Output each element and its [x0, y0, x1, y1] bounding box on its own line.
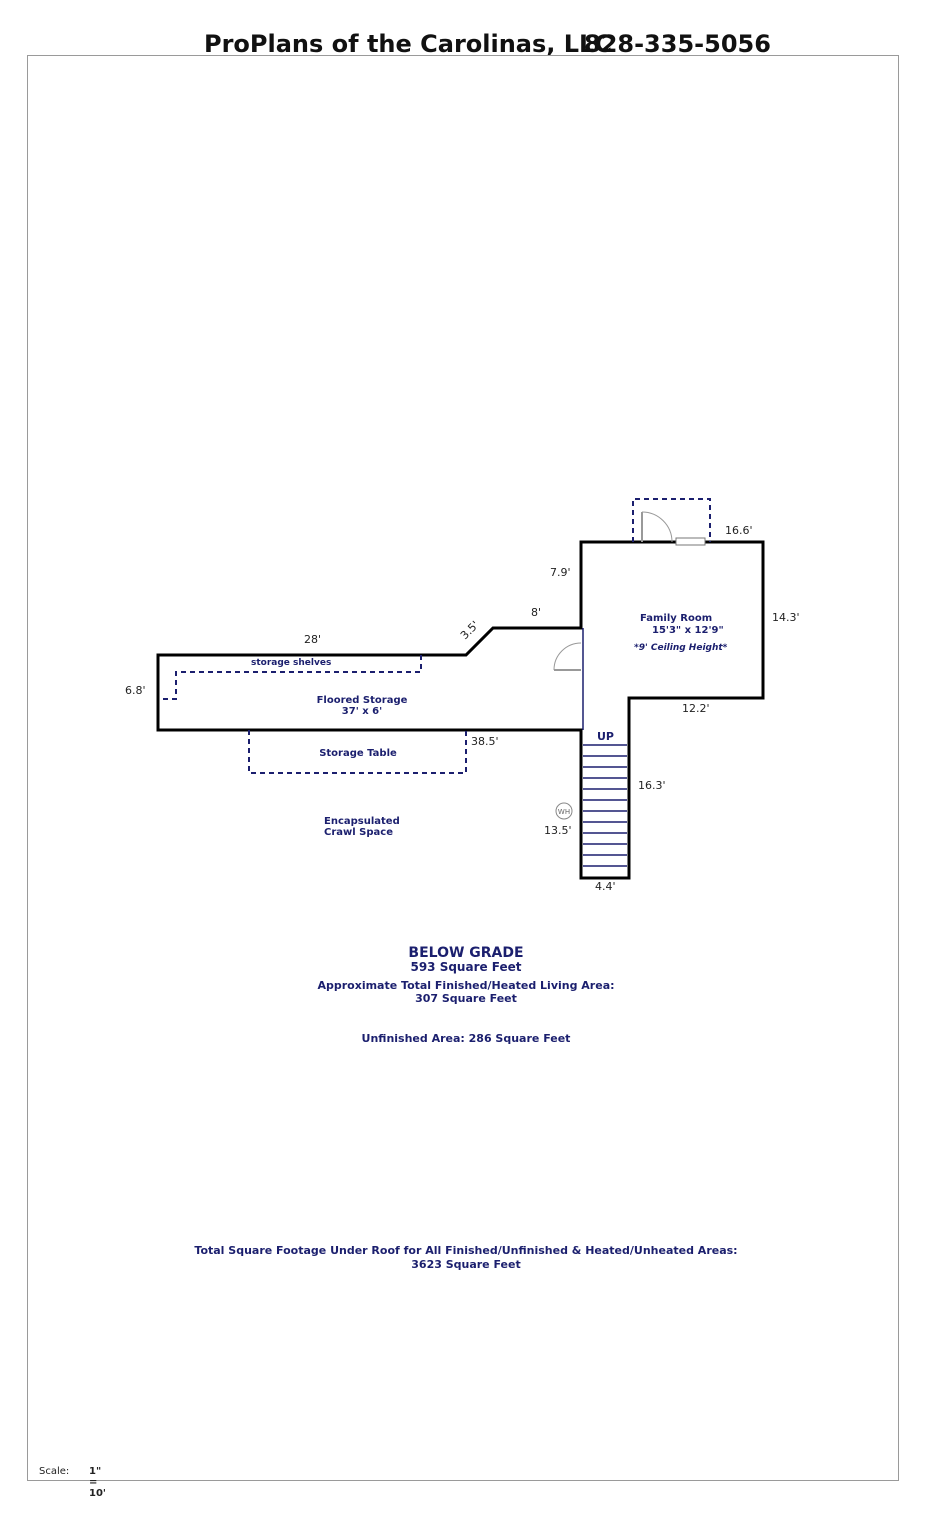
water-heater-icon	[555, 802, 573, 820]
scale-label: Scale:	[39, 1466, 70, 1477]
dim-12-2: 12.2'	[682, 702, 710, 715]
storage-shelves-label: storage shelves	[251, 658, 332, 668]
exterior-walls	[156, 540, 765, 880]
family-room-size: 15'3" x 12'9"	[652, 625, 724, 636]
stairs	[583, 744, 627, 867]
floored-storage-size: 37' x 6'	[341, 706, 383, 717]
storage-shelves-outline	[160, 655, 422, 700]
crawl-space-line2: Crawl Space	[324, 827, 393, 838]
family-room-door-swing	[553, 642, 582, 671]
dim-16-6: 16.6'	[725, 524, 753, 537]
dim-38-5: 38.5'	[471, 735, 499, 748]
company-phone: 828-335-5056	[584, 30, 771, 58]
stairs-up-label: UP	[597, 730, 614, 743]
window	[675, 537, 706, 546]
storage-table-outline	[248, 730, 467, 774]
crawl-space-line1: Encapsulated	[324, 816, 400, 827]
dim-28: 28'	[304, 633, 322, 646]
summary-total: 593 Square Feet	[410, 960, 522, 974]
dim-7-9: 7.9'	[550, 566, 571, 579]
summary-roof-value: 3623 Square Feet	[411, 1258, 521, 1271]
dim-4-4: 4.4'	[595, 880, 616, 893]
page-header: ProPlans of the Carolinas, LLC 828-335-5…	[0, 30, 932, 114]
storage-table-label: Storage Table	[319, 748, 397, 759]
family-room-name: Family Room	[640, 613, 713, 624]
dim-14-3: 14.3'	[772, 611, 800, 624]
family-room-ceiling-note: *9' Ceiling Height*	[634, 643, 728, 653]
scale: Scale: 1" = 10'	[39, 1466, 106, 1499]
dim-13-5: 13.5'	[544, 824, 572, 837]
floored-storage-name: Floored Storage	[316, 695, 408, 706]
closet-bumpout	[632, 498, 711, 542]
water-heater-label: WH	[558, 808, 570, 816]
summary-unfinished: Unfinished Area: 286 Square Feet	[361, 1032, 571, 1045]
dim-6-8: 6.8'	[125, 684, 146, 697]
summary-finished-value: 307 Square Feet	[415, 992, 517, 1005]
drawing-frame	[27, 55, 899, 1481]
dim-8: 8'	[531, 606, 542, 619]
summary-title: BELOW GRADE	[408, 945, 524, 961]
summary-finished-label: Approximate Total Finished/Heated Living…	[317, 979, 615, 992]
dim-3-5: 3.5'	[458, 618, 482, 642]
dim-16-3: 16.3'	[638, 779, 666, 792]
summary-roof-label: Total Square Footage Under Roof for All …	[194, 1244, 738, 1257]
company-name: ProPlans of the Carolinas, LLC	[204, 30, 612, 58]
closet-door-swing	[641, 511, 673, 543]
scale-value: 1" = 10'	[89, 1466, 106, 1499]
